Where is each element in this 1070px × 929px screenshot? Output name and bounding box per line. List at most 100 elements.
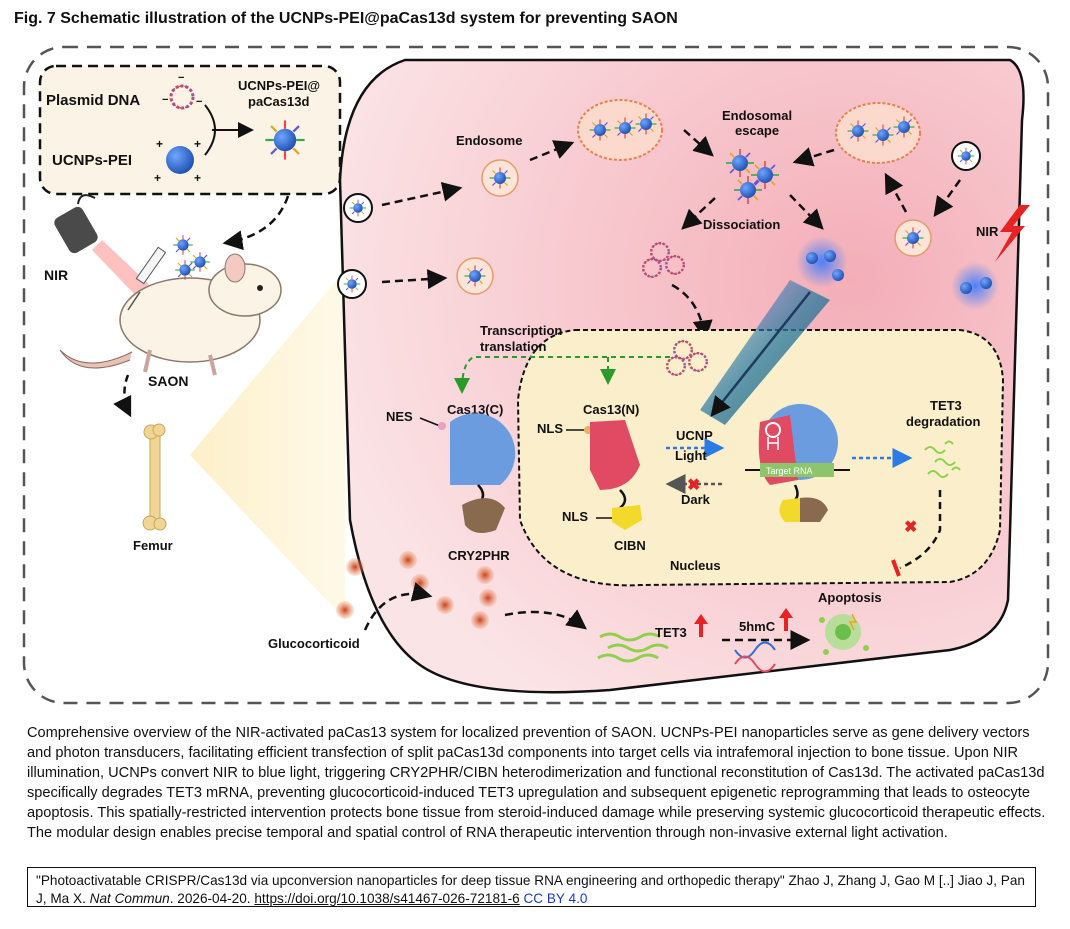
translation-label: translation bbox=[480, 339, 547, 354]
hmc-up-arrow-icon bbox=[779, 608, 793, 631]
femur-bone-icon bbox=[142, 423, 167, 531]
endosomal-label-2: escape bbox=[735, 123, 779, 138]
tet3-mrna-icon bbox=[597, 632, 669, 663]
injection-arrow bbox=[222, 195, 290, 251]
endosomal-label-1: Endosomal bbox=[722, 108, 792, 123]
nes-label: NES bbox=[386, 409, 413, 424]
right-up-arrow bbox=[884, 172, 908, 213]
svg-text:+: + bbox=[156, 137, 163, 151]
transcription-label: Transcription bbox=[480, 323, 562, 338]
dissociate-arrow-right bbox=[789, 194, 824, 230]
inhibition-line bbox=[899, 490, 942, 570]
glowing-ucnps bbox=[796, 236, 848, 288]
citation-text: "Photoactivatable CRISPR/Cas13d via upco… bbox=[36, 873, 1025, 906]
dark-x-icon: ✖ bbox=[687, 477, 700, 494]
tet3-degradation-label-1: TET3 bbox=[930, 398, 962, 413]
active-cas13d-complex bbox=[745, 404, 850, 522]
svg-text:−: − bbox=[178, 72, 184, 84]
entry-arrow-1 bbox=[381, 181, 463, 207]
escape-arrow-right bbox=[792, 147, 835, 167]
svg-text:+: + bbox=[154, 171, 161, 185]
cry2phr-protein bbox=[462, 498, 505, 534]
mouse-illustration bbox=[59, 253, 282, 376]
svg-text:+: + bbox=[194, 171, 201, 185]
figure-title: Fig. 7 Schematic illustration of the UCN… bbox=[14, 10, 678, 27]
cas13n-label: Cas13(N) bbox=[583, 402, 639, 417]
light-label: Light bbox=[675, 448, 707, 463]
endocytosis-pit-2 bbox=[337, 269, 367, 299]
nls-label-2: NLS bbox=[562, 509, 588, 524]
nucleus-label: Nucleus bbox=[670, 558, 721, 573]
ucnps-pei-label: UCNPs-PEI bbox=[52, 152, 132, 169]
nir-right-label: NIR bbox=[976, 224, 999, 239]
nls-label-1: NLS bbox=[537, 421, 563, 436]
endosome-2 bbox=[456, 257, 494, 295]
schematic-figure: Plasmid DNA − − − UCNPs-PEI + + + + UCNP… bbox=[22, 45, 1050, 705]
cibn-protein bbox=[612, 505, 642, 530]
endocytosis-pit-3 bbox=[951, 141, 981, 171]
injected-particles bbox=[172, 234, 211, 281]
endosome-label: Endosome bbox=[456, 133, 522, 148]
outer-frame bbox=[22, 45, 1050, 705]
dissociate-arrow-left bbox=[681, 197, 716, 230]
svg-text:−: − bbox=[162, 94, 168, 106]
lightning-bolt-icon bbox=[995, 205, 1030, 262]
endosome-cluster-right bbox=[835, 102, 921, 164]
ucnp-label: UCNP bbox=[676, 428, 713, 443]
endocytosis-pit-1 bbox=[343, 193, 373, 223]
mouse-to-femur-arrow bbox=[113, 374, 132, 418]
ucnp-ball-icon: + + + + bbox=[154, 137, 201, 185]
zoom-cone bbox=[190, 270, 345, 620]
beam-arrow bbox=[710, 291, 811, 417]
glucocorticoid-molecules bbox=[336, 551, 497, 629]
cibn-label: CIBN bbox=[614, 538, 646, 553]
inhibition-bar bbox=[891, 559, 901, 577]
saon-label: SAON bbox=[148, 373, 188, 389]
tet3-label: TET3 bbox=[655, 625, 687, 640]
complex-label-1: UCNPs-PEI@ bbox=[238, 78, 320, 93]
right-down-arrow bbox=[933, 179, 962, 218]
nir-lamp-icon bbox=[54, 194, 155, 300]
apoptotic-cell-icon bbox=[819, 613, 869, 655]
tet3-up-arrow-icon bbox=[694, 614, 708, 637]
endosome-arrow bbox=[529, 140, 575, 162]
svg-text:−: − bbox=[196, 96, 202, 108]
escape-arrow-left bbox=[683, 129, 714, 157]
endosome-3 bbox=[894, 219, 932, 257]
complex-label-2: paCas13d bbox=[248, 94, 309, 109]
dna-helix-icon bbox=[734, 641, 776, 673]
femur-label: Femur bbox=[133, 538, 173, 553]
cas13n-protein bbox=[566, 420, 640, 509]
license-link[interactable]: CC BY 4.0 bbox=[523, 890, 588, 906]
target-rna-label: Target RNA bbox=[766, 466, 813, 476]
dissociation-label: Dissociation bbox=[703, 217, 780, 232]
hmc-label: 5hmC bbox=[739, 619, 776, 634]
endosome-cluster-left bbox=[577, 99, 663, 161]
glucocorticoid-to-tet3-arrow bbox=[504, 609, 587, 630]
endosome-1 bbox=[481, 159, 519, 197]
apoptosis-label: Apoptosis bbox=[818, 590, 882, 605]
syringe-icon bbox=[127, 246, 167, 311]
glucocorticoid-label: Glucocorticoid bbox=[268, 636, 360, 651]
tet3-degradation-label-2: degradation bbox=[906, 414, 980, 429]
citation-journal: Nat Commun bbox=[89, 890, 170, 906]
citation-date: . 2026-04-20. bbox=[169, 890, 251, 906]
complex-nanoparticle-icon bbox=[264, 119, 306, 161]
doi-link[interactable]: https://doi.org/10.1038/s41467-026-72181… bbox=[254, 890, 520, 906]
dark-label: Dark bbox=[681, 492, 711, 507]
inhibition-x-icon: ✖ bbox=[904, 519, 917, 536]
cry2phr-label: CRY2PHR bbox=[448, 548, 510, 563]
svg-text:+: + bbox=[194, 137, 201, 151]
figure-caption: Comprehensive overview of the NIR-activa… bbox=[27, 725, 1046, 841]
glowing-ucnps-right bbox=[951, 262, 999, 310]
citation-box: "Photoactivatable CRISPR/Cas13d via upco… bbox=[27, 867, 1036, 907]
degraded-rna-fragments bbox=[924, 440, 961, 478]
nir-left-label: NIR bbox=[44, 267, 68, 283]
combine-arrow bbox=[204, 104, 252, 156]
preparation-box bbox=[38, 64, 342, 196]
cas13c-label: Cas13(C) bbox=[447, 402, 503, 417]
plasmid-label: Plasmid DNA bbox=[46, 92, 140, 109]
glucocorticoid-entry-arrow bbox=[363, 582, 433, 631]
plasmid-icon: − − − bbox=[162, 72, 202, 110]
entry-arrow-2 bbox=[381, 269, 448, 290]
